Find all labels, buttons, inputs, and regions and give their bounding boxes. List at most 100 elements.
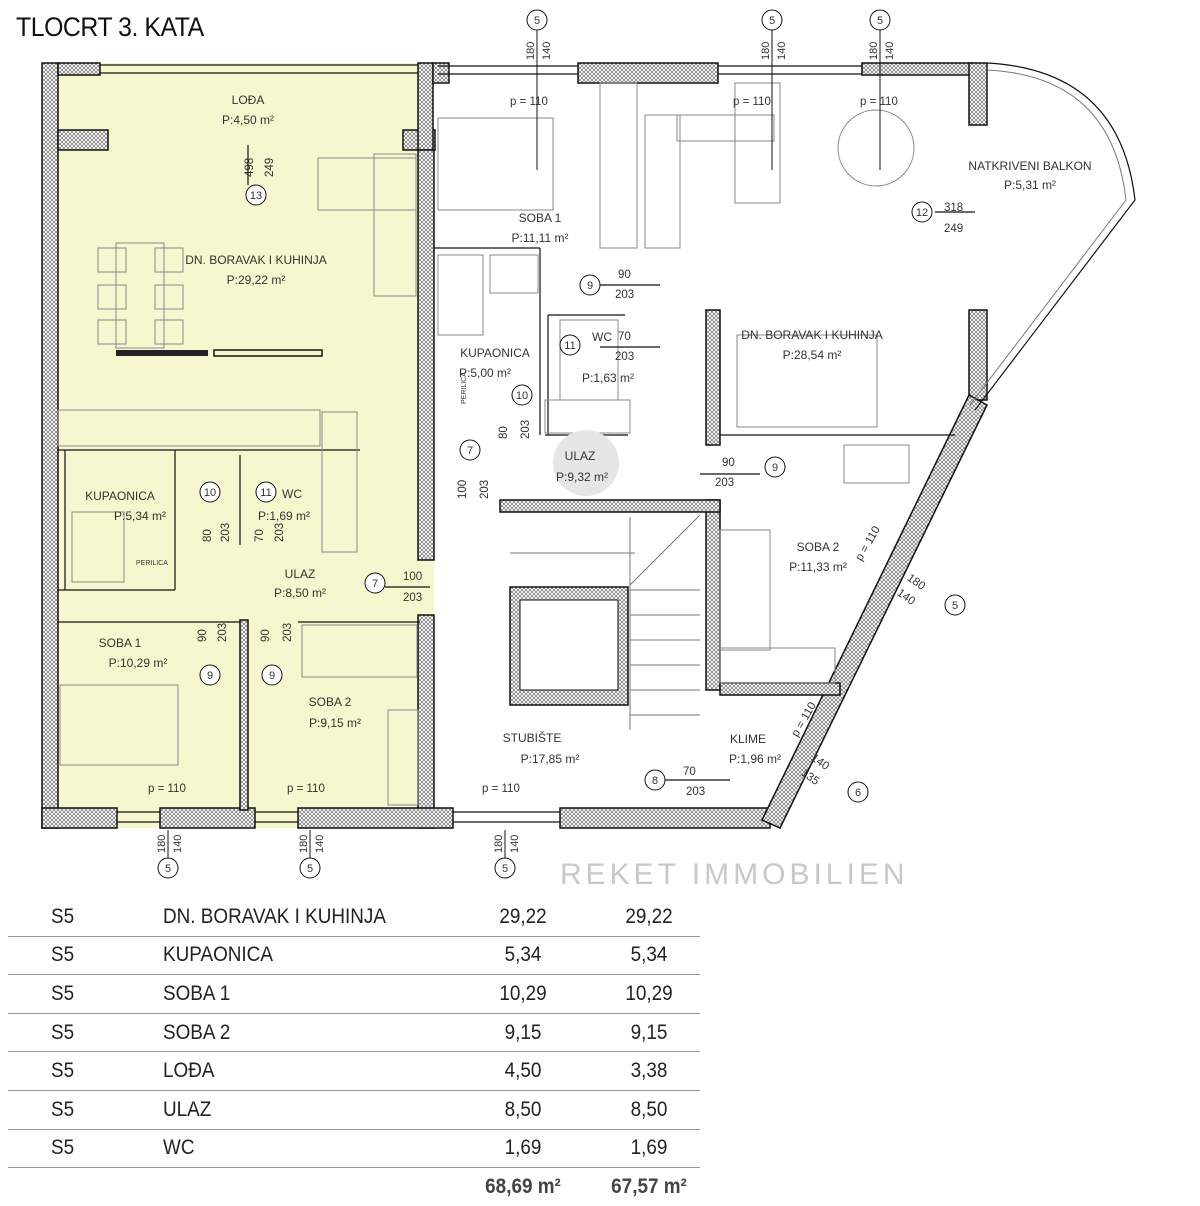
axis-marker-label: 5 (502, 863, 508, 875)
svg-text:ULAZ: ULAZ (285, 567, 316, 581)
axis-marker-label: 5 (307, 863, 313, 875)
svg-text:203: 203 (715, 477, 734, 489)
plan-title: TLOCRT 3. KATA (16, 12, 204, 42)
axis-marker-circle (761, 9, 783, 31)
axis-marker-label: 11 (564, 340, 575, 352)
svg-text:P:28,54 m²: P:28,54 m² (783, 348, 842, 362)
svg-text:203: 203 (220, 523, 232, 542)
svg-text:LOĐA: LOĐA (232, 93, 265, 107)
svg-text:90: 90 (197, 629, 209, 642)
axis-marker-circle (255, 481, 277, 503)
axis-marker-label: 9 (269, 670, 275, 682)
svg-text:180: 180 (905, 572, 928, 593)
svg-text:WC: WC (592, 330, 612, 344)
cell-b: 29,22 (603, 898, 695, 937)
svg-text:P:1,96 m²: P:1,96 m² (729, 752, 781, 766)
cell-empty (15, 1168, 141, 1206)
axis-marker-label: 10 (204, 487, 216, 499)
axis-marker-label: 13 (250, 190, 262, 202)
cell-code: S5 (15, 898, 141, 937)
axis-marker-label: 9 (772, 462, 778, 474)
total-a: 68,69 m² (485, 1174, 561, 1198)
axis-marker-circle (511, 384, 533, 406)
svg-text:80: 80 (498, 426, 510, 439)
axis-marker-circle (245, 184, 267, 206)
svg-text:SOBA 2: SOBA 2 (797, 540, 840, 554)
svg-text:70: 70 (683, 766, 696, 778)
svg-text:80: 80 (202, 529, 214, 542)
cell-room: LOĐA (163, 1051, 433, 1091)
cell-a: 4,50 (455, 1051, 591, 1091)
cell-b: 3,38 (603, 1051, 695, 1091)
svg-text:318: 318 (944, 202, 963, 214)
cell-empty (163, 1168, 433, 1206)
cell-room: SOBA 2 (163, 1013, 433, 1053)
cell-b: 10,29 (603, 974, 695, 1014)
axis-marker-circle (911, 201, 933, 223)
svg-text:P:5,31 m²: P:5,31 m² (1004, 178, 1056, 192)
left-unit-labels: LOĐA P:4,50 m² DN. BORAVAK I KUHINJA P:2… (85, 93, 361, 730)
svg-text:P:9,32 m²: P:9,32 m² (556, 470, 608, 484)
axis-marker-label: 7 (467, 445, 473, 457)
axis-marker-label: 11 (260, 487, 271, 499)
svg-text:P:8,50 m²: P:8,50 m² (274, 586, 326, 600)
axis-marker-circle (261, 664, 283, 686)
axis-marker-circle (644, 769, 666, 791)
axis-marker-circle (199, 664, 221, 686)
axis-dimension: 180 (156, 835, 168, 853)
axis-marker-label: 5 (534, 15, 540, 27)
cell-room: WC (163, 1129, 433, 1169)
svg-text:P:5,00 m²: P:5,00 m² (459, 366, 511, 380)
tv-unit (213, 349, 323, 357)
axis-dimension: 140 (314, 835, 326, 853)
axis-marker-circle (299, 857, 321, 879)
axis-dimension: 180 (868, 42, 880, 60)
axis-marker-label: 5 (769, 15, 775, 27)
cell-a: 9,15 (455, 1013, 591, 1053)
svg-text:203: 203 (615, 289, 634, 301)
svg-text:SOBA 1: SOBA 1 (99, 636, 142, 650)
svg-text:P:10,29 m²: P:10,29 m² (109, 656, 168, 670)
total-b: 67,57 m² (611, 1174, 687, 1198)
svg-text:ULAZ: ULAZ (565, 449, 596, 463)
svg-text:p = 110: p = 110 (860, 96, 898, 108)
axis-dimension: 140 (776, 42, 788, 60)
axis-marker-circle (559, 334, 581, 356)
axis-marker-label: 8 (652, 775, 658, 787)
floor-plan: REKET IMMOBILIEN LOĐA P:4,50 m² DN. BORA… (41, 9, 1136, 891)
axis-marker-label: 10 (516, 390, 528, 402)
cell-code: S5 (15, 1090, 141, 1130)
svg-text:NATKRIVENI BALKON: NATKRIVENI BALKON (968, 159, 1091, 173)
cell-room: KUPAONICA (163, 936, 433, 976)
partitions (58, 247, 955, 623)
svg-text:P:1,69 m²: P:1,69 m² (258, 509, 310, 523)
svg-text:p = 110: p = 110 (482, 783, 520, 795)
axis-marker-circle (459, 439, 481, 461)
balcony-railing-inner (969, 69, 1127, 406)
svg-text:203: 203 (615, 351, 634, 363)
axis-marker-circle (526, 9, 548, 31)
svg-text:203: 203 (217, 623, 229, 642)
svg-text:KLIME: KLIME (730, 732, 766, 746)
svg-text:100: 100 (403, 571, 422, 583)
balcony-railing (974, 62, 1136, 411)
axis-marker-label: 5 (952, 600, 958, 612)
cell-a: 10,29 (455, 974, 591, 1014)
axis-marker-circle (944, 594, 966, 616)
total-row: 68,69 m² 67,57 m² (8, 1168, 700, 1206)
axis-marker-label: 5 (165, 863, 171, 875)
axis-marker-label: 9 (587, 280, 593, 292)
svg-text:90: 90 (260, 629, 272, 642)
svg-text:100: 100 (457, 480, 469, 499)
svg-text:P:5,34 m²: P:5,34 m² (114, 509, 166, 523)
svg-text:90: 90 (722, 457, 735, 469)
cell-a: 1,69 (455, 1129, 591, 1169)
axis-dimension: 180 (493, 835, 505, 853)
right-unit-labels: SOBA 1 P:11,11 m² KUPAONICA P:5,00 m² WC… (459, 159, 1092, 766)
cell-room: ULAZ (163, 1090, 433, 1130)
